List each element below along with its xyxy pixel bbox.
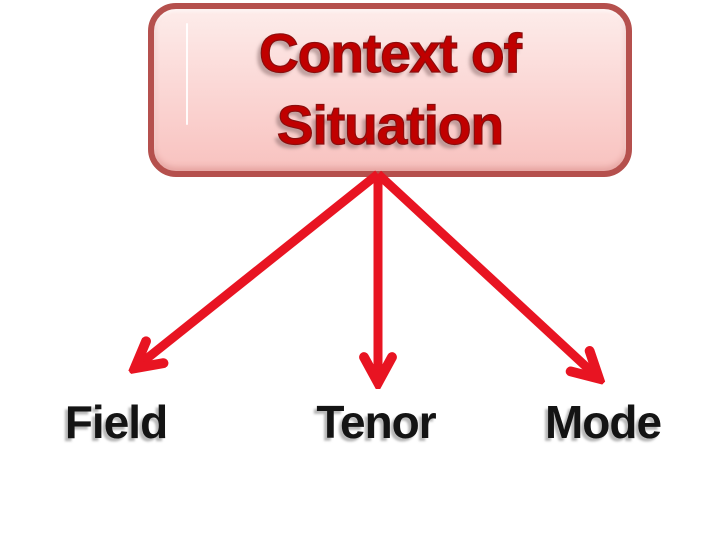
label-field: Field bbox=[64, 396, 168, 448]
box-title: Context of Situation bbox=[154, 17, 626, 161]
arrow-to-mode bbox=[374, 170, 594, 374]
box-title-line1: Context of bbox=[258, 21, 522, 84]
arrow-to-field bbox=[140, 170, 381, 364]
box-title-line2: Situation bbox=[276, 93, 504, 156]
box-gloss-highlight bbox=[186, 23, 188, 125]
label-tenor: Tenor bbox=[316, 396, 436, 448]
context-of-situation-box: Context of Situation bbox=[148, 3, 632, 177]
label-mode: Mode bbox=[544, 396, 662, 448]
